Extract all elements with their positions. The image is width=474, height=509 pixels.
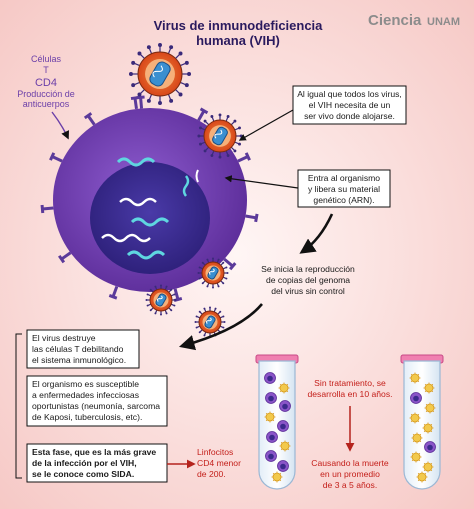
- info-box-destroys: El virus destruye las células T debilita…: [26, 329, 140, 369]
- dna-strand: [101, 233, 151, 243]
- cell-label-line-5: anticuerpos: [23, 99, 70, 109]
- cell-label: Células T CD4 Producción de anticuerpos: [17, 54, 75, 109]
- rna-strand: [116, 157, 156, 167]
- info-box-aids: Esta fase, que es la más grave de la inf…: [26, 443, 168, 483]
- hiv-virus-icon: [128, 42, 192, 106]
- untreated-text: Sin tratamiento, se desarrolla en 10 año…: [307, 378, 392, 399]
- pointer-enters: [224, 175, 299, 189]
- flow-arrow-1: [299, 213, 334, 254]
- cell-receptors: [40, 95, 259, 302]
- info-box-enters: Entra al organismo y libera su material …: [297, 169, 391, 208]
- flow-arrow-2: [178, 303, 263, 351]
- cd4-receptor: [223, 257, 237, 271]
- death-line-3: de 3 a 5 años.: [323, 480, 377, 490]
- cell-label-line-3: CD4: [35, 77, 57, 89]
- cd4-receptor: [197, 107, 209, 122]
- replication-line-1: Se inicia la reproducción: [261, 264, 355, 274]
- test-tube-icon: [400, 354, 444, 490]
- info-box-destroys-line-1: El virus destruye: [32, 333, 96, 343]
- logo-word-2: UNAM: [427, 16, 460, 28]
- info-box-aids-line-2: de la infección por el VIH,: [32, 458, 137, 468]
- hiv-virus-icon: [145, 284, 177, 316]
- info-box-virus-need-line-1: Al igual que todos los virus,: [297, 89, 402, 99]
- cd4-receptor: [130, 95, 140, 110]
- cell-label-line-1: Células: [31, 54, 62, 64]
- info-box-enters-line-2: y libera su material: [308, 184, 380, 194]
- pointer-virus-need: [238, 109, 294, 141]
- lymphocytes-line-2: CD4 menor: [197, 458, 241, 468]
- info-box-enters-line-3: genético (ARN).: [313, 195, 374, 205]
- timeline-bracket: [15, 333, 22, 479]
- untreated-line-2: desarrolla en 10 años.: [307, 389, 392, 399]
- ciencia-unam-logo: Ciencia UNAM: [368, 12, 460, 29]
- hiv-virus-icon: [197, 257, 229, 289]
- dna-strand: [119, 197, 157, 207]
- test-tube-icon: [255, 354, 299, 490]
- hiv-virus-icon: [197, 113, 243, 159]
- info-box-aids-line-3: se le conoce como SIDA.: [32, 469, 134, 479]
- death-text: Causando la muerte en un promedio de 3 a…: [311, 458, 389, 490]
- info-box-destroys-line-3: el sistema inmunológico.: [32, 355, 126, 365]
- info-box-susceptible-line-3: oportunistas (neumonía, sarcoma: [32, 401, 160, 411]
- death-line-2: en un promedio: [320, 469, 380, 479]
- rna-strand: [182, 175, 190, 197]
- lymphocytes-line-3: de 200.: [197, 469, 226, 479]
- untreated-line-1: Sin tratamiento, se: [314, 378, 386, 388]
- info-box-destroys-line-2: las células T debilitando: [32, 344, 124, 354]
- cd4-receptor: [245, 213, 259, 223]
- cell-label-arrow: [51, 111, 69, 140]
- replication-line-2: de copias del genoma: [266, 275, 350, 285]
- info-box-susceptible-line-4: de Kaposi, tuberculosis, etc).: [32, 412, 142, 422]
- lymphocytes-line-1: Linfocitos: [197, 447, 233, 457]
- logo-word-1: Ciencia: [368, 12, 422, 29]
- replication-line-3: del virus sin control: [271, 286, 345, 296]
- info-box-aids-line-1: Esta fase, que es la más grave: [32, 447, 156, 457]
- cell-label-line-2: T: [43, 65, 49, 75]
- info-box-susceptible-line-2: a enfermedades infecciosas: [32, 390, 139, 400]
- test-tubes: [255, 354, 444, 490]
- cd4-receptor: [58, 251, 72, 264]
- info-box-virus-need: Al igual que todos los virus, el VIH nec…: [292, 85, 407, 125]
- info-box-virus-need-line-2: el VIH necesita de un: [309, 100, 391, 110]
- lymphocytes-text: Linfocitos CD4 menor de 200.: [197, 447, 241, 479]
- cd4-receptor: [40, 204, 54, 214]
- cd4-receptor: [83, 112, 96, 126]
- info-box-virus-need-line-3: ser vivo donde alojarse.: [304, 111, 395, 121]
- title-line-1: Virus de inmunodeficiencia: [154, 18, 324, 33]
- cd4-receptor: [237, 152, 251, 163]
- cd4-receptor: [108, 285, 119, 300]
- cell-label-line-4: Producción de: [17, 89, 75, 99]
- cd4-receptor: [49, 152, 63, 163]
- t-cell: [40, 95, 259, 302]
- info-box-enters-line-1: Entra al organismo: [308, 173, 380, 183]
- death-line-1: Causando la muerte: [311, 458, 389, 468]
- replication-text: Se inicia la reproducción de copias del …: [261, 264, 355, 296]
- info-box-susceptible: El organismo es susceptible a enfermedad…: [26, 375, 168, 427]
- dna-strand: [130, 217, 170, 227]
- info-box-susceptible-line-1: El organismo es susceptible: [32, 379, 139, 389]
- rna-strand: [195, 169, 199, 183]
- title-line-2: humana (VIH): [196, 33, 280, 48]
- dna-strand: [126, 250, 166, 260]
- t-cell-nucleus: [90, 162, 210, 274]
